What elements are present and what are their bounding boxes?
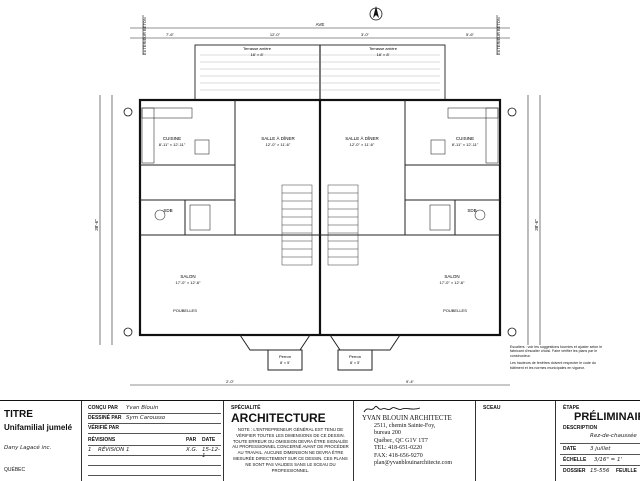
dim-1: 7'-6"	[166, 32, 175, 37]
poubelles-right-label: POUBELLES	[443, 308, 467, 313]
terrasse-right-dim: 16' × 8'	[377, 52, 390, 57]
firm-tel: TEL: 418-651-0220	[374, 445, 423, 452]
left-wall-note: EXTÉRIEUR BÉTON	[142, 17, 147, 55]
etape-cell: ÉTAPE PRÉLIMINAIRE DESCRIPTION Rez-de-ch…	[560, 401, 640, 481]
salon-left-label: SALON	[180, 274, 195, 279]
revision-par: X.G.	[186, 447, 198, 453]
dossier-value: 15-556	[590, 468, 610, 474]
north-arrow-icon	[369, 6, 383, 21]
specialite-value: ARCHITECTURE	[231, 411, 326, 425]
floor-plan: AVE EXTÉRIEUR BÉTON EXTÉRIEUR BÉTON Terr…	[94, 6, 541, 386]
note-escaliers: Escaliers : voir les suggestions fournie…	[510, 345, 603, 358]
perron-right-dim: 8' × 5'	[350, 361, 360, 365]
salon-right-dim: 17'-0" × 12'-6"	[440, 280, 466, 285]
cuisine-left-label: CUISINE	[163, 136, 181, 141]
cuisine-left-dim: 8'-11" × 12'-11"	[159, 142, 186, 147]
firm-cell: YVAN BLOUIN ARCHITECTE 2511, chemin Sain…	[358, 401, 476, 481]
note-fenetres: Les hauteurs de fenêtres doivent respect…	[510, 361, 596, 370]
sceau-label: SCEAU	[483, 405, 501, 411]
salle-right-dim: 12'-0" × 11'-6"	[350, 142, 375, 147]
firm-address2: bureau 200	[374, 430, 401, 437]
firm-address3: Québec, QC G1V 1T7	[374, 437, 428, 444]
salle-left-label: SALLE À DÎNER	[261, 135, 295, 141]
description-value: Rez-de-chaussée	[590, 433, 637, 439]
sdb-right-label: SDB	[467, 208, 476, 213]
top-dim-label: AVE	[316, 22, 325, 27]
dessine-par-label: DESSINÉ PAR	[88, 415, 122, 421]
salon-left-dim: 17'-0" × 12'-6"	[176, 280, 202, 285]
terrasse-right-label: Terrasse arrière	[369, 46, 398, 51]
dim-2: 12'-0"	[270, 32, 281, 37]
dim-overall: 38'-6"	[94, 219, 99, 231]
cuisine-right-dim: 8'-11" × 12'-11"	[452, 142, 479, 147]
plan-notes-right: Escaliers : voir les suggestions fournie…	[510, 345, 610, 370]
echelle-label: ÉCHELLE	[563, 457, 587, 463]
perron-right-label: Perron	[349, 354, 361, 359]
revisions-label: RÉVISIONS	[88, 437, 116, 443]
firm-address1: 2511, chemin Sainte-Foy,	[374, 423, 436, 429]
dim-6: 9'-4"	[406, 379, 415, 384]
firm-signature-logo	[363, 405, 421, 413]
dim-5: 2'-0"	[226, 379, 235, 384]
dim-3: 3'-0"	[361, 32, 370, 37]
terrasse-left-dim: 16' × 8'	[251, 52, 264, 57]
etape-value: PRÉLIMINAIRE	[574, 411, 640, 423]
dessine-par-value: Sym Carousso	[126, 415, 166, 421]
revision-date: 15-12-1	[202, 447, 220, 459]
title-block: TITRE Unifamilial jumelé Dany Lagacé inc…	[0, 400, 640, 481]
titre-value: Unifamilial jumelé	[4, 423, 73, 432]
dim-4: 5'-6"	[466, 32, 475, 37]
titre-cell: TITRE Unifamilial jumelé Dany Lagacé inc…	[0, 401, 82, 481]
revision-row: 1 RÉVISION 1 X.G. 15-12-1	[88, 446, 221, 459]
salon-right-label: SALON	[444, 274, 459, 279]
verifie-par-label: VÉRIFIÉ PAR	[88, 425, 120, 431]
poubelles-left-label: POUBELLES	[173, 308, 197, 313]
par-label: PAR	[186, 437, 197, 443]
echelle-value: 3/16" = 1'	[594, 457, 622, 463]
client-name: Dany Lagacé inc.	[4, 445, 52, 451]
dossier-label: DOSSIER	[563, 468, 586, 474]
location: QUÉBEC	[4, 467, 26, 473]
sceau-cell: SCEAU	[480, 401, 556, 481]
feuille-label: FEUILLE	[616, 468, 637, 474]
description-label: DESCRIPTION	[563, 425, 598, 431]
firm-email: plan@yvanblouinarchitecte.com	[374, 460, 452, 467]
revision-no: 1	[88, 447, 92, 453]
credits-cell: CONÇU PAR Yvan Blouin DESSINÉ PAR Sym Caro…	[86, 401, 224, 481]
salle-left-dim: 12'-0" × 11'-6"	[266, 142, 291, 147]
revision-text: RÉVISION 1	[98, 447, 130, 453]
dim-side: 38'-6"	[534, 219, 539, 231]
specialite-label: SPÉCIALITÉ	[231, 405, 261, 411]
concu-par-value: Yvan Blouin	[126, 405, 159, 411]
perron-left-dim: 8' × 5'	[280, 361, 290, 365]
date-field-label: DATE	[563, 446, 577, 452]
etape-label: ÉTAPE	[563, 405, 580, 411]
cuisine-right-label: CUISINE	[456, 136, 474, 141]
firm-fax: FAX: 418-656-9270	[374, 452, 423, 459]
terrasse-left-label: Terrasse arrière	[243, 46, 272, 51]
salle-right-label: SALLE À DÎNER	[345, 135, 379, 141]
date-label: DATE	[202, 437, 216, 443]
sdb-left-label: SDB	[163, 208, 172, 213]
right-wall-note: EXTÉRIEUR BÉTON	[496, 17, 501, 55]
perron-left-label: Perron	[279, 354, 291, 359]
note-text: NOTE : L'ENTREPRENEUR GÉNÉRAL EST TENU D…	[232, 427, 349, 473]
concu-par-label: CONÇU PAR	[88, 405, 118, 411]
specialite-cell: SPÉCIALITÉ ARCHITECTURE NOTE : L'ENTREPR…	[228, 401, 354, 481]
firm-name: YVAN BLOUIN ARCHITECTE	[362, 415, 452, 422]
date-value: 3 juillet	[590, 446, 611, 452]
titre-label: TITRE	[4, 409, 33, 420]
